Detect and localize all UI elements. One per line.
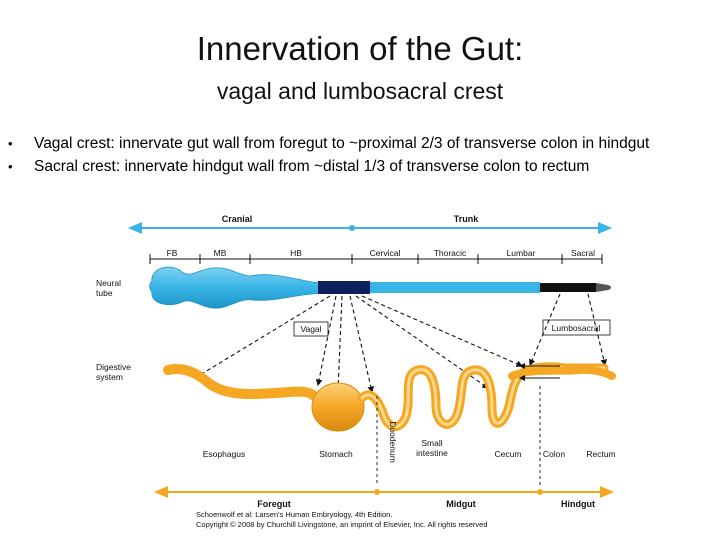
midgut-hindgut-divider-dot bbox=[537, 489, 543, 495]
axis-divider-dot bbox=[349, 225, 355, 231]
neural-tube-vagal-segment bbox=[318, 281, 370, 294]
stomach-shape bbox=[311, 382, 365, 432]
region-dividers bbox=[376, 386, 541, 486]
lumbosacral-label-box bbox=[542, 319, 611, 336]
segment-ticks bbox=[149, 254, 603, 264]
gut-label-esophagus: Esophagus bbox=[203, 449, 246, 459]
hindgut-tube bbox=[508, 365, 616, 380]
slide-subtitle: vagal and lumbosacral crest bbox=[216, 78, 504, 104]
vagal-label: Vagal bbox=[300, 324, 321, 334]
segment-label-fb: FB bbox=[167, 248, 178, 258]
lumbosacral-dashed-arrows bbox=[529, 293, 607, 367]
neural-tube-trunk-segment bbox=[370, 282, 540, 293]
bullet-sacral-text: Sacral crest: innervate hindgut wall fro… bbox=[34, 158, 590, 175]
segment-label-mb: MB bbox=[214, 248, 227, 258]
vagal-label-box bbox=[293, 321, 329, 337]
credit-line-1: Schoenwolf et al: Larsen's Human Embryol… bbox=[196, 510, 392, 519]
gut-tube bbox=[163, 362, 616, 432]
bullet-vagal-text: Vagal crest: innervate gut wall from for… bbox=[34, 135, 650, 152]
esophagus-tube bbox=[163, 364, 319, 401]
bullet-list: • Vagal crest: innervate gut wall from fo… bbox=[8, 132, 720, 178]
gut-label-stomach: Stomach bbox=[319, 449, 353, 459]
duodenum-highlight bbox=[360, 365, 606, 428]
bullet-sacral: • Sacral crest: innervate hindgut wall fr… bbox=[8, 155, 720, 178]
gut-label-colon: Colon bbox=[543, 449, 565, 459]
bullet-dot-icon: • bbox=[8, 136, 13, 151]
segment-label-thoracic: Thoracic bbox=[434, 248, 467, 258]
gut-label-rectum: Rectum bbox=[586, 449, 615, 459]
bullet-dot-icon: • bbox=[8, 159, 13, 174]
gut-label-cecum: Cecum bbox=[495, 449, 522, 459]
neural-tube-brain bbox=[149, 266, 321, 309]
segment-label-hb: HB bbox=[290, 248, 302, 258]
hindgut-label: Hindgut bbox=[561, 499, 595, 509]
slide-title: Innervation of the Gut: bbox=[196, 30, 524, 67]
gut-label-duodenum: Duodenum bbox=[388, 421, 398, 463]
lumbosacral-label: Lumbosacral bbox=[552, 323, 601, 333]
segment-label-cervical: Cervical bbox=[370, 248, 401, 258]
trunk-label: Trunk bbox=[454, 214, 479, 224]
credit-line-2: Copyright © 2008 by Churchill Livingston… bbox=[196, 520, 488, 529]
duodenum-and-small-intestine bbox=[357, 362, 609, 431]
cranial-label: Cranial bbox=[222, 214, 253, 224]
segment-label-sacral: Sacral bbox=[571, 248, 595, 258]
neural-tube-sacral-segment bbox=[540, 283, 596, 292]
foregut-label: Foregut bbox=[257, 499, 291, 509]
foregut-midgut-divider-dot bbox=[374, 489, 380, 495]
segment-label-lumbar: Lumbar bbox=[507, 248, 536, 258]
midgut-label: Midgut bbox=[446, 499, 476, 509]
bullet-vagal: • Vagal crest: innervate gut wall from fo… bbox=[8, 132, 720, 155]
hindgut-nerve-arrows bbox=[519, 363, 560, 381]
vagal-dashed-arrows bbox=[194, 295, 524, 394]
neural-tube-tail bbox=[596, 283, 611, 292]
